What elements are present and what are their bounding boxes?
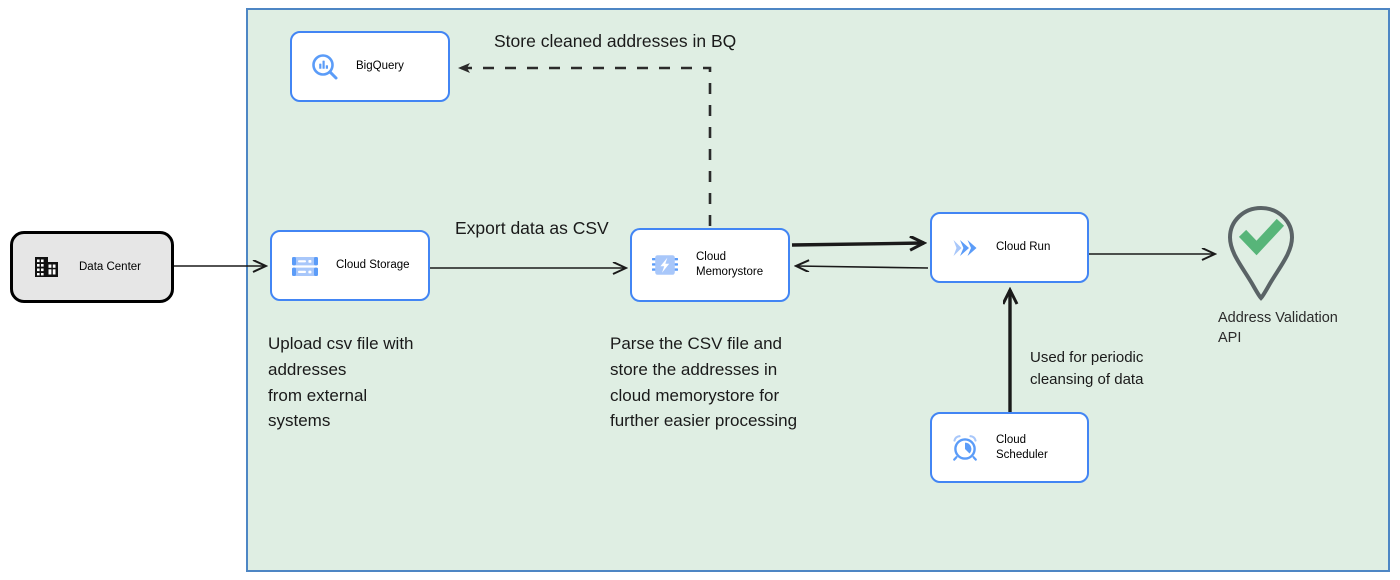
node-cloud-storage[interactable]: Cloud Storage	[270, 230, 430, 301]
node-cloud-run[interactable]: Cloud Run	[930, 212, 1089, 283]
node-data-center[interactable]: Data Center	[10, 231, 174, 303]
node-cloud-memorystore[interactable]: Cloud Memorystore	[630, 228, 790, 302]
data-center-building-icon	[29, 250, 63, 284]
cloud-boundary-container	[246, 8, 1390, 572]
node-bigquery[interactable]: BigQuery	[290, 31, 450, 102]
node-label: Cloud Run	[996, 241, 1051, 254]
node-label: BigQuery	[356, 60, 404, 73]
annotation-parse-csv: Parse the CSV file and store the address…	[610, 334, 798, 431]
cloud-scheduler-clock-icon	[948, 431, 982, 465]
edge-label-store-cleaned-bq: Store cleaned addresses in BQ	[494, 31, 737, 51]
edge-label-export-csv: Export data as CSV	[455, 218, 609, 238]
cloud-run-icon	[948, 231, 982, 265]
node-label: Data Center	[79, 260, 142, 273]
map-pin-check-icon	[1222, 203, 1300, 303]
node-cloud-scheduler[interactable]: Cloud Scheduler	[930, 412, 1089, 483]
node-label: Cloud Memorystore	[696, 251, 764, 278]
node-address-validation-api[interactable]: Address Validation API	[1218, 203, 1398, 348]
node-label: Address Validation API	[1218, 310, 1338, 346]
cloud-storage-icon	[288, 249, 322, 283]
node-label: Cloud Storage	[336, 259, 410, 272]
annotation-upload-csv: Upload csv file with addresses from exte…	[268, 334, 414, 431]
node-label: Cloud Scheduler	[996, 433, 1048, 461]
cloud-memorystore-icon	[648, 248, 682, 282]
annotation-periodic-cleansing: Used for periodic cleansing of data	[1030, 349, 1144, 388]
bigquery-icon	[308, 50, 342, 84]
